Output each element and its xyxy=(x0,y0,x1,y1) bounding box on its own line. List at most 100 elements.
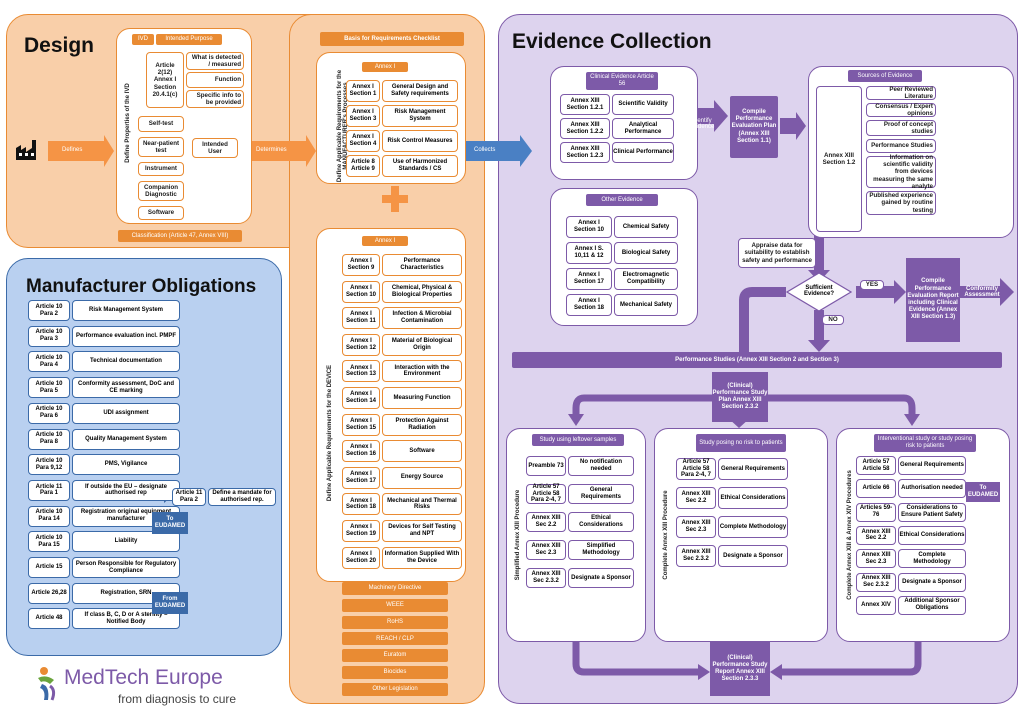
col3-row-text: Considerations to Ensure Patient Safety xyxy=(898,502,966,522)
intended-user-box: Intended User xyxy=(192,138,238,158)
col2-row-text: Designate a Sponsor xyxy=(718,545,788,567)
obligation-row-ref: Article 10 Para 3 xyxy=(28,325,70,347)
other-row-text: Electromagnetic Compatibility xyxy=(614,268,678,290)
legislation-item: Machinery Directive xyxy=(342,582,448,595)
prop-detected: What is detected / measured xyxy=(186,52,244,70)
device-row-text: Measuring Function xyxy=(382,387,462,409)
conformity-assessment-label: Conformity Assessment xyxy=(964,286,1000,298)
legislation-item: Euratom xyxy=(342,649,448,663)
device-side-label: Define Applicable Requirements for the D… xyxy=(327,364,333,502)
obligation-row-text: If outside the EU – designate authorised… xyxy=(72,479,180,501)
obligation-row-text: Risk Management System xyxy=(72,300,180,321)
col2-row-ref: Article 57 Article 58 Para 2-4, 7 xyxy=(676,458,716,480)
source-item: Performance Studies xyxy=(866,139,936,153)
other-row-text: Mechanical Safety xyxy=(614,294,678,316)
clinical-row-text: Scientific Validity xyxy=(612,94,674,115)
col1-row-text: Ethical Considerations xyxy=(568,512,634,532)
col1-row-ref: Annex XIII Sec 2.3 xyxy=(526,540,566,560)
clinical-row-text: Clinical Performance xyxy=(612,142,674,163)
legislation-item: Biocides xyxy=(342,666,448,679)
obligation-row-ref: Article 10 Para 9,12 xyxy=(28,454,70,476)
performance-evaluation-plan: Compile Performance Evaluation Plan (Ann… xyxy=(730,96,778,158)
clinical-row-ref: Annex XIII Section 1.2.1 xyxy=(560,94,610,115)
device-row-ref: Annex I Section 13 xyxy=(342,360,380,383)
obligation-row-ref: Article 10 Para 4 xyxy=(28,351,70,373)
process-row-text: General Design and Safety requirements xyxy=(382,80,458,102)
device-row-ref: Annex I Section 17 xyxy=(342,466,380,489)
obligation-row-ref: Article 10 Para 15 xyxy=(28,531,70,553)
col3-row-text: Designate a Sponsor xyxy=(898,572,966,592)
device-row-ref: Annex I Section 15 xyxy=(342,413,380,436)
source-item: Consensus / Expert opinions xyxy=(866,103,936,117)
no-label: NO xyxy=(822,315,844,325)
ivd-properties-label: Define Properties of the IVD xyxy=(125,83,131,163)
sources-annex-ref: Annex XIII Section 1.2 xyxy=(816,86,862,232)
device-annex-tag: Annex I xyxy=(362,236,408,246)
obligation-row-text: Conformity assessment, DoC and CE markin… xyxy=(72,377,180,399)
obligation-row-text: Technical documentation xyxy=(72,351,180,373)
source-item: Published experience gained by routine t… xyxy=(866,191,936,215)
other-row-text: Biological Safety xyxy=(614,242,678,264)
study-plan-doc: (Clinical) Performance Study Plan Annex … xyxy=(712,372,768,422)
factory-icon xyxy=(16,140,38,160)
device-row-ref: Annex I Section 9 xyxy=(342,254,380,276)
legislation-item: Other Legislation xyxy=(342,682,448,696)
other-row-text: Chemical Safety xyxy=(614,216,678,238)
col3-row-ref: Annex XIII Sec 2.3 xyxy=(856,549,896,569)
col2-row-text: General Requirements xyxy=(718,458,788,480)
other-evidence-tag: Other Evidence xyxy=(586,194,658,206)
legislation-item: RoHS xyxy=(342,615,448,629)
process-row-text: Use of Harmonized Standards / CS xyxy=(382,155,458,177)
from-eudamed-badge: From EUDAMED xyxy=(152,592,188,614)
device-row-text: Chemical, Physical & Biological Properti… xyxy=(382,280,462,303)
device-row-ref: Annex I Section 11 xyxy=(342,307,380,330)
defines-label: Defines xyxy=(62,147,83,153)
legislation-item: REACH / CLP xyxy=(342,632,448,646)
determines-label: Determines xyxy=(256,147,287,153)
obligations-title: Manufacturer Obligations xyxy=(26,276,257,297)
col1-row-ref: Article 57 Article 58 Para 2-4, 7 xyxy=(526,484,566,504)
device-row-text: Protection Against Radiation xyxy=(382,413,462,436)
device-row-ref: Annex I Section 18 xyxy=(342,493,380,516)
process-annex-tag: Annex I xyxy=(362,62,408,72)
sufficient-evidence-label: Sufficient Evidence? xyxy=(803,285,834,297)
col1-row-text: No notification needed xyxy=(568,456,634,476)
device-row-ref: Annex I Section 19 xyxy=(342,520,380,542)
col2-side-label: Complete Annex XIII Procedure xyxy=(663,490,669,580)
obligation-row-ref: Article 10 Para 6 xyxy=(28,402,70,424)
self-test-box: Self-test xyxy=(138,116,184,132)
obligation-row-text: Person Responsible for Regulatory Compli… xyxy=(72,557,180,578)
device-row-ref: Annex I Section 16 xyxy=(342,440,380,463)
device-row-text: Performance Characteristics xyxy=(382,254,462,276)
col1-row-ref: Annex XIII Sec 2.3.2 xyxy=(526,568,566,588)
col1-row-text: General Requirements xyxy=(568,484,634,504)
software-box: Software xyxy=(138,206,184,220)
checklist-title: Basis for Requirements Checklist xyxy=(320,32,464,46)
col3-row-ref: Annex XIII Sec 2.2 xyxy=(856,525,896,545)
collects-label: Collects xyxy=(474,147,496,153)
performance-evaluation-report: Compile Performance Evaluation Report in… xyxy=(906,258,960,342)
col3-tag: Interventional study or study posing ris… xyxy=(874,434,976,452)
process-row-ref: Annex I Section 3 xyxy=(346,105,380,127)
study-report-doc: (Clinical) Performance Study Report Anne… xyxy=(710,642,770,696)
col2-tag: Study posing no risk to patients xyxy=(696,434,786,452)
other-row-ref: Annex I Section 17 xyxy=(566,268,612,290)
process-row-ref: Article 8 Article 9 xyxy=(346,155,380,177)
